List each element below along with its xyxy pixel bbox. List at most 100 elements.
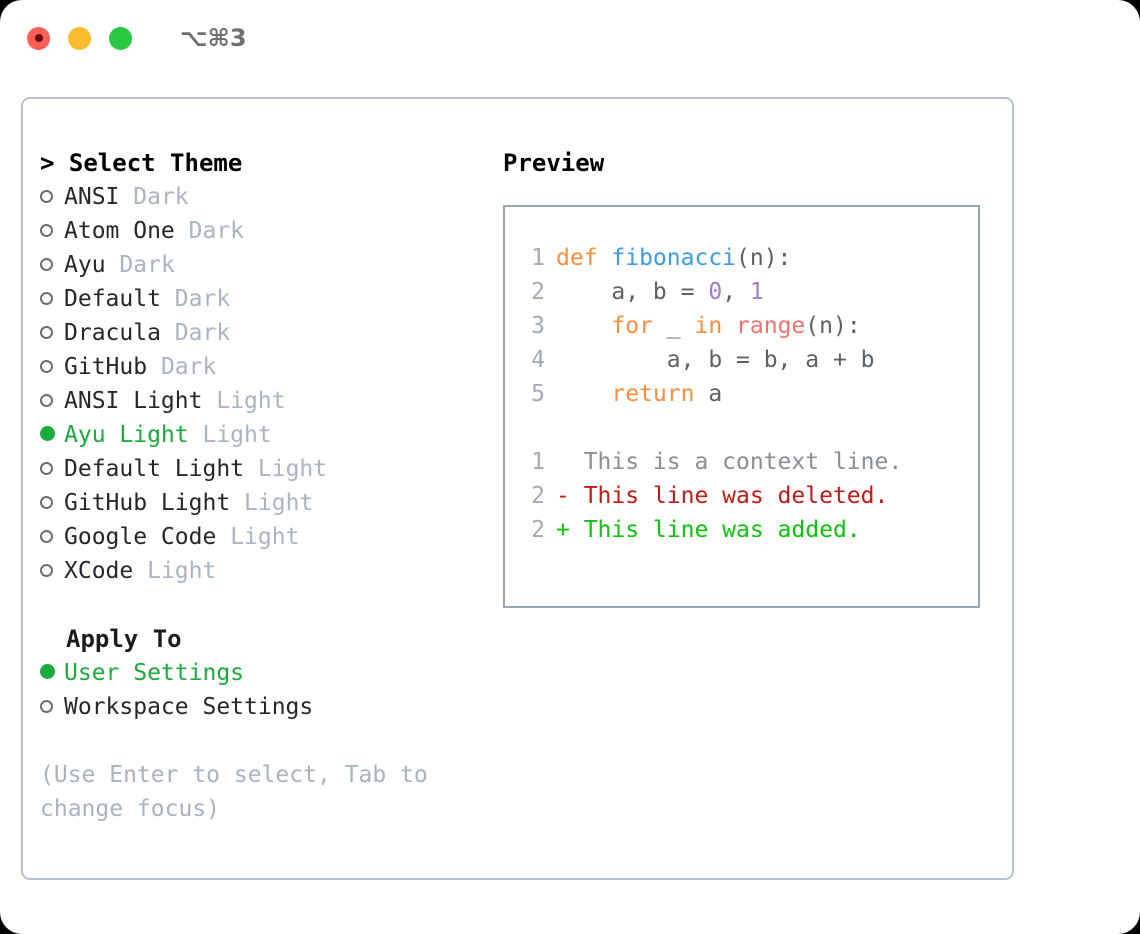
code-line: 5 return a: [519, 377, 978, 411]
radio-unselected-icon: [40, 530, 64, 543]
minimize-button[interactable]: [68, 26, 91, 50]
theme-option-label: GitHub: [64, 354, 148, 380]
theme-option-label: Google Code: [64, 524, 217, 550]
code-token: (n):: [736, 245, 792, 271]
code-line: 4 a, b = b, a + b: [519, 343, 978, 377]
code-token: [556, 381, 611, 407]
code-token: in: [694, 313, 723, 339]
line-number: 3: [531, 313, 545, 339]
preview-title: Preview: [503, 149, 605, 177]
diff-line: 2 - This line was deleted.: [519, 479, 978, 513]
close-button[interactable]: [27, 26, 50, 50]
radio-unselected-icon: [40, 292, 64, 305]
theme-variant-badge: Dark: [174, 320, 231, 346]
code-token: def: [556, 245, 612, 271]
theme-variant-badge: Light: [202, 422, 272, 448]
theme-option-github[interactable]: GitHub Dark: [40, 350, 503, 384]
theme-variant-badge: Dark: [133, 184, 189, 210]
theme-variant-badge: Light: [230, 524, 300, 550]
code-token: (n):: [805, 313, 861, 339]
radio-unselected-icon: [40, 462, 64, 475]
theme-variant-badge: Dark: [174, 286, 231, 312]
theme-variant-badge: Dark: [119, 252, 175, 278]
theme-option-ansi-light[interactable]: ANSI Light Light: [40, 384, 503, 418]
code-token: a, b = b, a + b: [556, 347, 875, 373]
diff-line: 1 This is a context line.: [519, 445, 978, 479]
code-token: [722, 313, 736, 339]
code-token: 1: [749, 279, 764, 305]
apply-to-header: Apply To: [66, 625, 182, 653]
theme-option-xcode[interactable]: XCode Light: [40, 554, 503, 588]
apply-option-user-settings[interactable]: User Settings: [40, 656, 503, 690]
theme-option-label: ANSI Light: [64, 388, 203, 414]
diff-text: + This line was added.: [556, 517, 861, 543]
theme-variant-badge: Light: [244, 490, 314, 516]
line-number: 1: [531, 245, 545, 271]
theme-variant-badge: Dark: [160, 354, 217, 380]
code-token: fibonacci: [611, 245, 737, 271]
theme-option-label: Atom One: [64, 218, 175, 244]
code-token: a, b =: [556, 279, 709, 305]
theme-option-default-light[interactable]: Default Light Light: [40, 452, 503, 486]
radio-unselected-icon: [40, 496, 64, 509]
diff-text: - This line was deleted.: [556, 483, 889, 509]
section-spacer: [40, 588, 503, 622]
code-token: return: [611, 381, 695, 407]
theme-option-label: XCode: [64, 558, 134, 584]
line-number: 5: [531, 381, 545, 407]
keyboard-shortcut-label: ⌥⌘3: [180, 24, 247, 52]
traffic-lights: [27, 26, 132, 50]
hint-spacer: [40, 724, 503, 758]
code-token: a: [694, 381, 723, 407]
code-token: ,: [722, 279, 750, 305]
theme-variant-badge: Light: [147, 558, 217, 584]
theme-option-label: Dracula: [64, 320, 161, 346]
code-token: 0: [708, 279, 723, 305]
line-number: 1: [531, 449, 545, 475]
theme-option-label: Default Light: [64, 456, 245, 482]
apply-option-workspace-settings[interactable]: Workspace Settings: [40, 690, 503, 724]
theme-option-dracula[interactable]: Dracula Dark: [40, 316, 503, 350]
maximize-button[interactable]: [109, 26, 132, 50]
code-token: range: [736, 313, 806, 339]
code-line: 2 a, b = 0, 1: [519, 275, 978, 309]
radio-unselected-icon: [40, 394, 64, 407]
theme-option-ansi[interactable]: ANSI Dark: [40, 180, 503, 214]
theme-option-label: Ayu: [64, 252, 106, 278]
main-panel: > Select Theme ANSI Dark Atom One Dark A…: [21, 97, 1014, 880]
theme-option-google-code[interactable]: Google Code Light: [40, 520, 503, 554]
theme-variant-badge: Light: [216, 388, 286, 414]
theme-option-atom-one[interactable]: Atom One Dark: [40, 214, 503, 248]
radio-selected-icon: [40, 426, 64, 441]
theme-option-label: ANSI: [64, 184, 120, 210]
theme-option-label: Default: [64, 286, 161, 312]
theme-option-label: Ayu Light: [64, 422, 189, 448]
radio-unselected-icon: [40, 258, 64, 271]
diff-sample: 1 This is a context line. 2 - This line wa…: [519, 445, 978, 547]
apply-option-label: User Settings: [64, 660, 245, 686]
theme-option-ayu-light[interactable]: Ayu Light Light: [40, 418, 503, 452]
line-number: 4: [531, 347, 545, 373]
radio-unselected-icon: [40, 224, 64, 237]
radio-unselected-icon: [40, 190, 64, 203]
line-number: 2: [531, 279, 545, 305]
diff-line: 2 + This line was added.: [519, 513, 978, 547]
keyboard-hint-text: (Use Enter to select, Tab to change focu…: [40, 762, 428, 822]
radio-unselected-icon: [40, 360, 64, 373]
radio-selected-icon: [40, 664, 64, 679]
line-number: 2: [531, 517, 545, 543]
theme-variant-badge: Light: [257, 456, 328, 482]
code-line: 1 def fibonacci(n):: [519, 241, 978, 275]
theme-variant-badge: Dark: [188, 218, 245, 244]
line-number: 2: [531, 483, 545, 509]
code-diff-separator: [519, 411, 978, 445]
theme-option-github-light[interactable]: GitHub Light Light: [40, 486, 503, 520]
code-token: _: [652, 313, 695, 339]
code-token: [556, 313, 611, 339]
theme-option-ayu[interactable]: Ayu Dark: [40, 248, 503, 282]
theme-option-default[interactable]: Default Dark: [40, 282, 503, 316]
radio-unselected-icon: [40, 700, 64, 713]
